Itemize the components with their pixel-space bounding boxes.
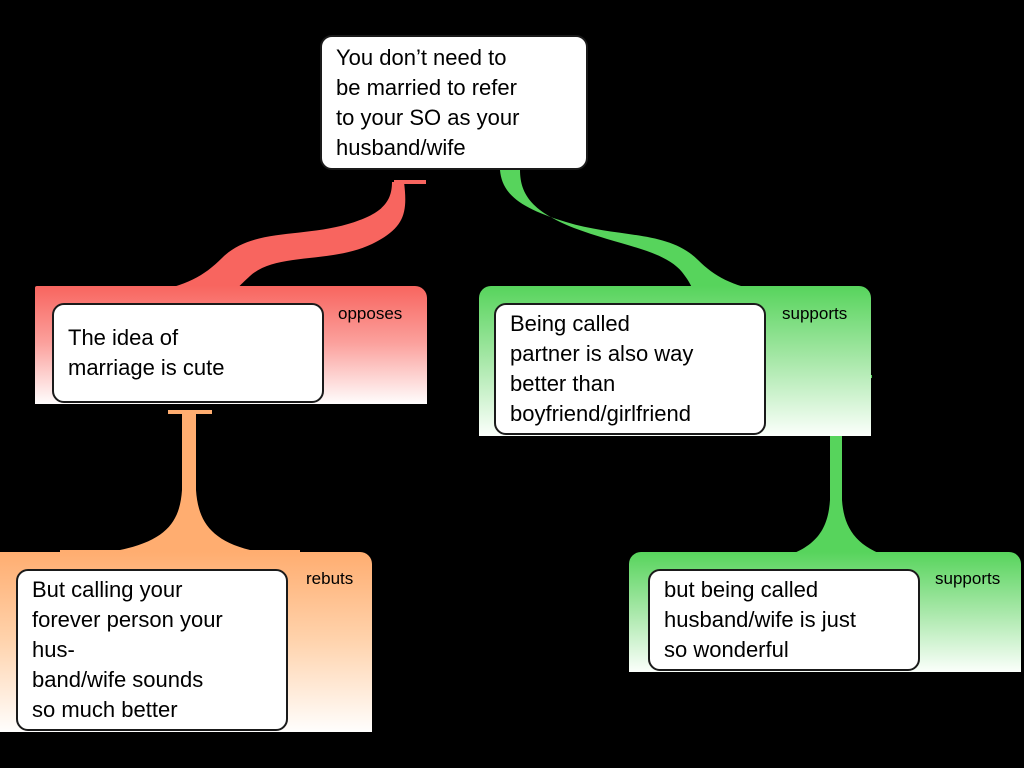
relation-label-opposes: opposes <box>338 304 403 323</box>
statement-card-root[interactable]: You don’t need to be married to refer to… <box>320 35 588 170</box>
edge-opposes-cap <box>394 180 426 184</box>
statement-card-supports-1[interactable]: Being called partner is also way better … <box>494 303 766 435</box>
statement-card-rebuts[interactable]: But calling your forever person your hus… <box>16 569 288 731</box>
statement-text-rebuts: But calling your forever person your hus… <box>32 577 223 722</box>
relation-label-supports-1: supports <box>782 304 848 323</box>
statement-card-supports-2[interactable]: but being called husband/wife is just so… <box>648 569 920 671</box>
edge-rebuts[interactable] <box>60 410 300 558</box>
edge-supports-1[interactable] <box>487 170 772 292</box>
relation-label-rebuts: rebuts <box>306 569 354 588</box>
edge-opposes-curve <box>150 182 406 292</box>
statement-text-opposes: The idea of marriage is cute <box>68 325 225 380</box>
edge-rebuts-cap <box>168 410 212 414</box>
statement-text-root: You don’t need to be married to refer to… <box>336 44 520 160</box>
statement-text-supports-1: Being called partner is also way better … <box>510 311 694 426</box>
edge-rebuts-trunk <box>60 412 300 558</box>
statement-card-opposes[interactable]: The idea of marriage is cute <box>52 303 324 403</box>
edge-opposes[interactable] <box>150 180 426 292</box>
relation-label-supports-2: supports <box>935 569 1001 588</box>
edge-supports-1-curve <box>487 170 772 292</box>
statement-text-supports-2: but being called husband/wife is just so… <box>664 577 856 662</box>
